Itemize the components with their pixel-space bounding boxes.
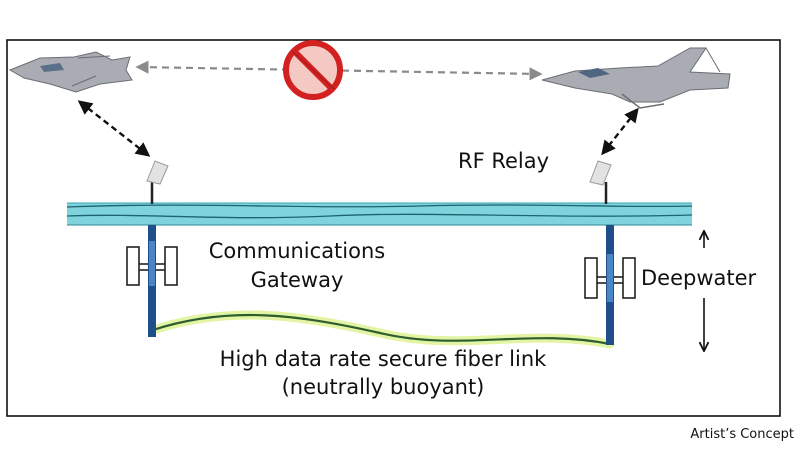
right-aircraft-relay-link	[601, 107, 639, 156]
deepwater-label: Deepwater	[641, 266, 757, 290]
left-gateway-frame-icon	[126, 246, 178, 286]
right-gateway-buoy	[584, 160, 636, 345]
left-gateway-buoy	[126, 160, 178, 337]
left-aircraft-relay-link	[77, 100, 151, 157]
fiber-link-label-line2: (neutrally buoyant)	[282, 375, 485, 399]
fiber-link	[148, 310, 615, 349]
stealth-jet-icon	[8, 51, 133, 93]
fighter-jet-icon	[541, 47, 731, 109]
rf-relay-label: RF Relay	[458, 149, 549, 173]
artists-concept-credit: Artist’s Concept	[690, 427, 794, 442]
prohibited-icon	[283, 40, 343, 100]
right-gateway-frame-icon	[584, 257, 636, 299]
right-rf-relay-icon	[589, 160, 612, 186]
sea-surface	[66, 202, 693, 226]
left-rf-relay-icon	[146, 160, 169, 185]
gateway-label-line1: Communications	[209, 239, 385, 263]
gateway-label-line2: Gateway	[251, 268, 344, 292]
fiber-link-label-line1: High data rate secure fiber link	[220, 347, 547, 371]
